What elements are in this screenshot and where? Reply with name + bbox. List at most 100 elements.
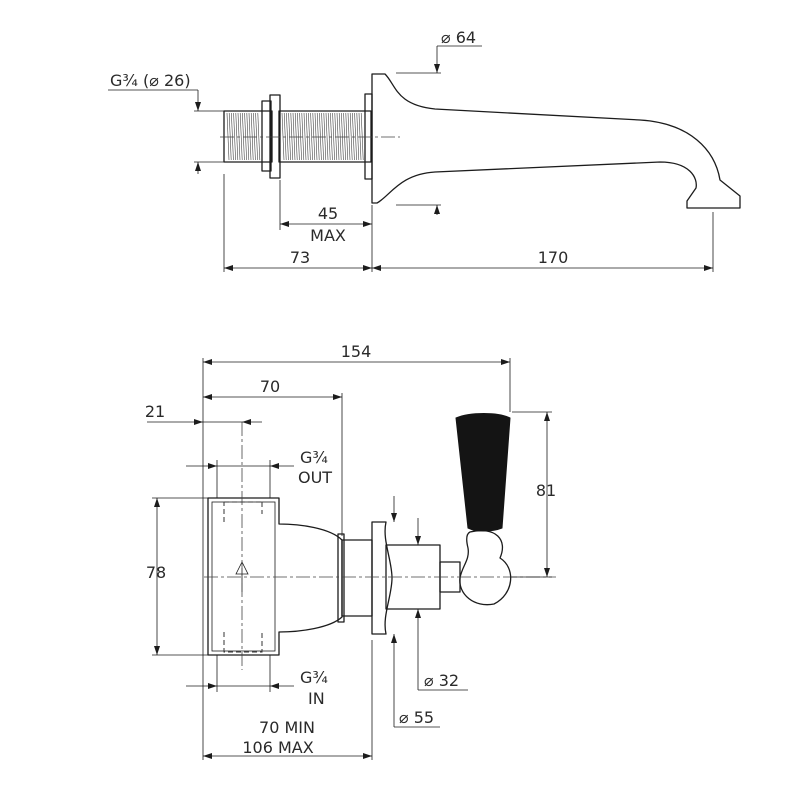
dia55-arrow-top [391,513,397,522]
dim154-arrow-left [203,359,212,365]
dia64-arrow-top [434,64,440,73]
thread-line [347,112,351,161]
thread-line [332,112,335,161]
spout-shank [278,110,372,163]
valve-body-inner [211,501,276,652]
thread-line [303,112,307,161]
dim73-arrow-right [363,265,372,271]
dim78-arrow-top [154,498,160,507]
thread-line [248,112,252,161]
dim70-arrow-left [203,394,212,400]
thread-line [250,112,254,161]
thread-line [294,112,298,161]
dia55-arrow-bottom [391,634,397,643]
spout-thread-hatching [226,112,364,161]
thread-line [312,112,316,161]
thread-line [319,112,322,161]
out-arrow-right [270,463,279,469]
thread-line [343,112,346,161]
thread-line [345,112,349,161]
dim78-arrow-bottom [154,646,160,655]
depth-min-label: 70 MIN [259,718,315,737]
valve-backplate [371,521,393,635]
depth-arrow-left [203,753,212,759]
dim73-label: 73 [290,248,310,267]
spout-washer [269,94,281,179]
dia55-label: ⌀ 55 [399,708,434,727]
in-label: IN [308,689,325,708]
thread-line [358,112,362,161]
dim78-label: 78 [146,563,166,582]
thread-line [246,112,250,161]
thread-line [235,112,239,161]
thread-line [352,112,355,161]
valve-side-view: 154 70 21 G¾ OUT 78 81 [145,342,556,760]
thread-line [253,112,256,161]
thread-line [356,112,360,161]
dim70-label: 70 [260,377,280,396]
thread-line [283,112,287,161]
thread-line [305,112,309,161]
thread-line [292,112,296,161]
thread-line [281,112,285,161]
thread-line [330,112,333,161]
dim45-note: MAX [310,226,346,245]
thread-line [323,112,327,161]
out-label: OUT [298,468,332,487]
thread-line [239,112,243,161]
thread-line [310,112,313,161]
thread-line [327,112,331,161]
thread-line [301,112,305,161]
dim45-label: 45 [318,204,338,223]
thread-line [290,112,294,161]
thread-line [338,112,342,161]
spout-thread-pipe [223,110,273,163]
thread-size-label: G¾ (⌀ 26) [110,71,191,90]
thread-line [231,112,234,161]
thread-line [360,112,364,161]
dim154-label: 154 [341,342,372,361]
valve-bonnet-nut [337,533,345,623]
thread-line [325,112,329,161]
thread-line [288,112,291,161]
dia32-arrow-top [415,536,421,545]
in-arrow-left [208,683,217,689]
thread-line [242,112,245,161]
thread-line [349,112,353,161]
dim81-arrow-top [544,412,550,421]
valve-bonnet [341,539,373,617]
spout-hex-nut [261,100,272,172]
dim73-arrow-left [224,265,233,271]
in-port-hidden [223,632,263,653]
thread-line [237,112,241,161]
in-thread-label: G¾ [300,668,328,687]
handle-ball [459,530,512,606]
dim170-label: 170 [538,248,569,267]
thread-line [286,112,289,161]
thread-line [257,112,261,161]
thread-line [244,112,247,161]
thread-line [336,112,340,161]
depth-arrow-right [363,753,372,759]
thread-line [226,112,230,161]
thread-line [299,112,302,161]
dim170-arrow-left [372,265,381,271]
thread-line [314,112,318,161]
dia64-arrow-bottom [434,205,440,214]
out-port-hidden [223,501,263,522]
thread-line [228,112,232,161]
dim70-arrow-right [333,394,342,400]
dim21-arrow-right [242,419,251,425]
thread-line [341,112,344,161]
dim154-arrow-right [501,359,510,365]
thread-line [316,112,320,161]
thread-arrow-top [195,102,201,111]
dim45-arrow-left [280,221,289,227]
dia32-label: ⌀ 32 [424,671,459,690]
thread-line [255,112,258,161]
in-arrow-right [270,683,279,689]
dim21-label: 21 [145,402,165,421]
dim170-arrow-right [704,265,713,271]
thread-line [321,112,324,161]
